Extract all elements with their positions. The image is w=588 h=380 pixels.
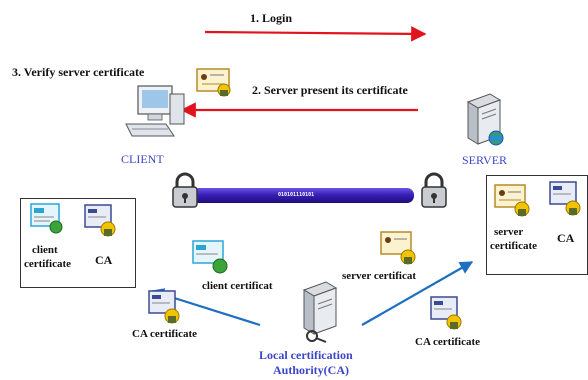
ca-server-icon: [302, 281, 338, 343]
client-computer-icon: [125, 85, 185, 137]
client-cert-label-2: certificate: [24, 258, 72, 270]
present-label: 2. Server present its certificate: [252, 83, 408, 97]
certificate-icon: [196, 68, 231, 97]
floating-client-certificate-icon: [192, 240, 228, 274]
floating-server-cert-label: server certificat: [342, 270, 416, 282]
tunnel-binary: 010101110101: [278, 192, 315, 198]
server-ca-label: CA: [557, 231, 575, 245]
login-label: 1. Login: [250, 11, 293, 25]
login-arrow: [204, 26, 427, 42]
server-label: SERVER: [462, 153, 508, 167]
ca-to-server-arrow: [361, 261, 474, 326]
server-certificate-icon: [494, 184, 530, 217]
ca-certificate-left-icon: [148, 290, 180, 324]
server-icon: [466, 93, 504, 146]
client-ca-label: CA: [95, 253, 113, 267]
ca-certificate-icon-client: [84, 204, 116, 237]
client-cert-label-1: client: [32, 244, 58, 256]
padlock-left-icon: [172, 172, 198, 208]
verify-label: 3. Verify server certificate: [12, 65, 145, 79]
floating-client-cert-label: client certificat: [202, 280, 273, 292]
ca-cert-left-label: CA certificate: [132, 328, 198, 340]
ca-label-line1: Local certification: [259, 348, 353, 362]
ca-cert-right-label: CA certificate: [415, 336, 481, 348]
ca-certificate-right-icon: [430, 296, 462, 330]
server-cert-label-2: certificate: [490, 240, 538, 252]
ca-certificate-icon-server: [549, 181, 581, 216]
secure-tunnel: [192, 188, 414, 203]
server-cert-label-1: server: [494, 226, 524, 238]
padlock-right-icon: [421, 172, 447, 208]
ca-label-line2: Authority(CA): [273, 363, 349, 377]
client-certificate-icon: [30, 203, 63, 234]
floating-server-certificate-icon: [380, 231, 416, 265]
client-label: CLIENT: [121, 152, 164, 166]
